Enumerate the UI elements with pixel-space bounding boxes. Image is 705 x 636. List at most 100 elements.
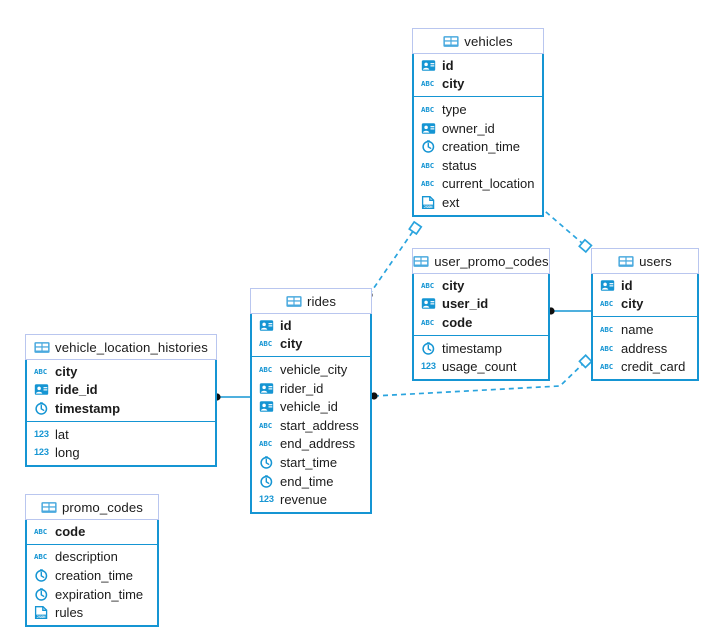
primary-key-row[interactable]: timestamp xyxy=(27,399,215,418)
column-row[interactable]: vehicle_id xyxy=(252,397,370,416)
abc-text-icon: ABC xyxy=(259,439,273,449)
table-header-vehicles[interactable]: vehicles xyxy=(412,28,544,54)
abc-text-icon: ABC xyxy=(421,160,435,170)
abc-text-icon: ABC xyxy=(421,79,435,89)
column-name: status xyxy=(442,157,477,173)
table-title: promo_codes xyxy=(61,499,143,515)
table-grid-icon xyxy=(413,255,429,268)
primary-key-row[interactable]: id xyxy=(414,56,542,75)
column-row[interactable]: JSON ext xyxy=(414,193,542,212)
column-name: start_time xyxy=(280,454,338,470)
primary-key-row[interactable]: ride_id xyxy=(27,381,215,400)
abc-text-icon: ABC xyxy=(421,104,435,114)
key-column-divider xyxy=(593,316,697,318)
table-header-users[interactable]: users xyxy=(591,248,699,274)
table-header-user_promo_codes[interactable]: user_promo_codes xyxy=(412,248,550,274)
123-number-icon: 123 xyxy=(259,494,274,505)
primary-key-row[interactable]: id xyxy=(252,316,370,335)
column-row[interactable]: owner_id xyxy=(414,119,542,138)
column-row[interactable]: ABC type xyxy=(414,100,542,119)
column-row[interactable]: ABC vehicle_city xyxy=(252,360,370,379)
primary-key-row[interactable]: ABC city xyxy=(27,362,215,381)
table-header-rides[interactable]: rides xyxy=(250,288,372,314)
column-name: city xyxy=(442,277,465,293)
column-row[interactable]: rider_id xyxy=(252,379,370,398)
column-name: name xyxy=(621,321,654,337)
column-name: long xyxy=(55,445,80,461)
abc-text-icon: ABC xyxy=(259,420,273,430)
column-row[interactable]: ABC name xyxy=(593,320,697,339)
column-name: type xyxy=(442,101,467,117)
column-name: timestamp xyxy=(55,400,121,416)
123-number-icon: 123 xyxy=(34,447,49,458)
abc-text-icon: ABC xyxy=(600,324,614,334)
clock-icon xyxy=(259,474,274,488)
primary-key-row[interactable]: user_id xyxy=(414,295,548,314)
one-end-marker-rides-to-users xyxy=(578,354,593,369)
column-name: code xyxy=(55,523,86,539)
table-header-vehicle_location_histories[interactable]: vehicle_location_histories xyxy=(25,334,217,360)
column-row[interactable]: expiration_time xyxy=(27,585,157,604)
column-row[interactable]: timestamp xyxy=(414,339,548,358)
column-row[interactable]: end_time xyxy=(252,472,370,491)
column-name: timestamp xyxy=(442,340,502,356)
column-row[interactable]: ABC status xyxy=(414,156,542,175)
column-name: creation_time xyxy=(55,567,134,583)
abc-text-icon: ABC xyxy=(600,299,614,309)
column-name: city xyxy=(55,363,78,379)
column-name: city xyxy=(280,336,303,352)
column-name: description xyxy=(55,549,118,565)
column-row[interactable]: start_time xyxy=(252,453,370,472)
id-card-icon xyxy=(421,297,436,310)
column-name: code xyxy=(442,314,473,330)
table-grid-icon xyxy=(286,295,302,308)
primary-key-row[interactable]: id xyxy=(593,276,697,295)
column-name: usage_count xyxy=(442,359,517,375)
column-row[interactable]: 123 long xyxy=(27,443,215,462)
clock-icon xyxy=(421,140,436,153)
key-column-divider xyxy=(252,356,370,358)
column-name: id xyxy=(621,277,633,293)
column-row[interactable]: creation_time xyxy=(27,566,157,585)
svg-text:JSON: JSON xyxy=(37,615,46,619)
clock-icon xyxy=(34,569,49,582)
id-card-icon xyxy=(421,59,436,72)
column-row[interactable]: creation_time xyxy=(414,137,542,156)
abc-text-icon: ABC xyxy=(34,366,48,376)
relationship-line-vehicles-to-users xyxy=(538,205,590,250)
svg-text:JSON: JSON xyxy=(424,205,433,209)
column-name: vehicle_city xyxy=(280,361,348,377)
table-title: vehicles xyxy=(464,33,513,49)
table-title: user_promo_codes xyxy=(434,253,549,269)
abc-text-icon: ABC xyxy=(259,364,273,374)
column-name: ext xyxy=(442,194,460,210)
key-column-divider xyxy=(414,96,542,98)
table-header-promo_codes[interactable]: promo_codes xyxy=(25,494,159,520)
column-name: id xyxy=(442,57,454,73)
